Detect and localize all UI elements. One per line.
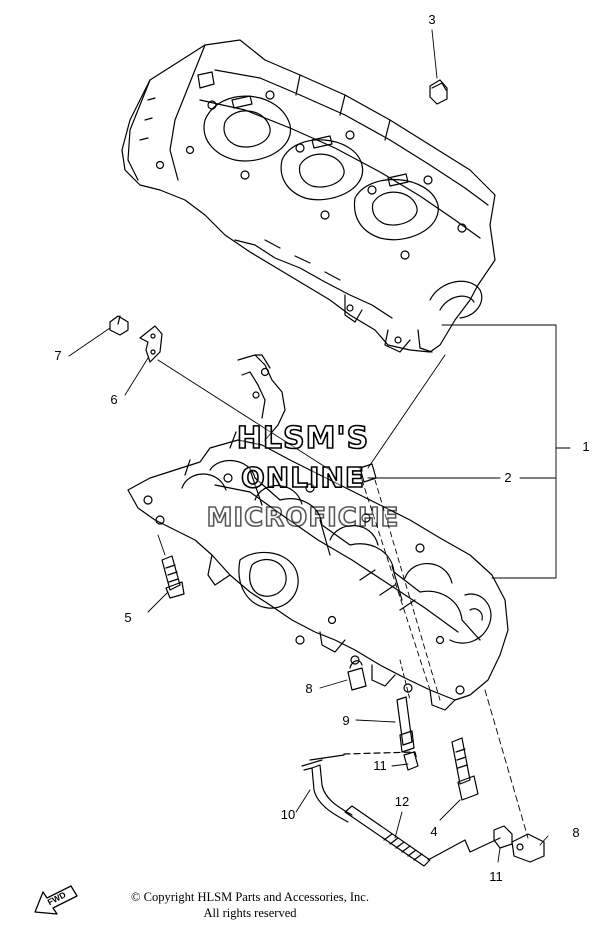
- watermark-line-2: ONLINE: [240, 460, 366, 495]
- lower-crankcase: [127, 354, 509, 711]
- watermark-line-3: MICROFICHE: [206, 502, 400, 534]
- part-8-sleeve-a: [347, 660, 367, 691]
- part-8-sleeve-b: [511, 833, 545, 863]
- callout-1: 1: [582, 439, 590, 454]
- part-11-nut-b: [493, 825, 513, 849]
- callout-4: 4: [430, 824, 438, 839]
- part-4-bolt: [451, 737, 479, 801]
- upper-crankcase: [121, 39, 496, 353]
- copyright-line-1: © Copyright HLSM Parts and Accessories, …: [131, 890, 369, 904]
- callout-7: 7: [54, 348, 62, 363]
- callout-5: 5: [124, 610, 132, 625]
- part-5-bolt: [161, 555, 185, 599]
- callout-11a: 11: [373, 758, 387, 773]
- callout-3: 3: [428, 12, 436, 27]
- callout-10: 10: [280, 807, 296, 822]
- copyright-line-2: All rights reserved: [203, 906, 297, 920]
- callout-12: 12: [394, 794, 410, 809]
- callout-8b: 8: [572, 825, 580, 840]
- leader-lines: [68, 29, 571, 863]
- part-6-bracket: [139, 325, 163, 363]
- part-10-hose: [301, 759, 353, 823]
- part-7-bolt: [109, 315, 129, 336]
- part-2-dowel: [359, 463, 377, 483]
- part-3-dowel: [429, 79, 448, 105]
- part-9-stud: [396, 696, 415, 753]
- watermark-line-1: HLSM'S: [236, 420, 370, 457]
- part-11-nut-a: [403, 751, 419, 771]
- fwd-arrow-icon: FWD: [34, 885, 78, 915]
- callout-9: 9: [342, 713, 350, 728]
- callout-11b: 11: [489, 869, 503, 884]
- callout-2: 2: [504, 470, 512, 485]
- callout-8a: 8: [305, 681, 313, 696]
- callout-6: 6: [110, 392, 118, 407]
- part-12-bolt: [344, 805, 431, 867]
